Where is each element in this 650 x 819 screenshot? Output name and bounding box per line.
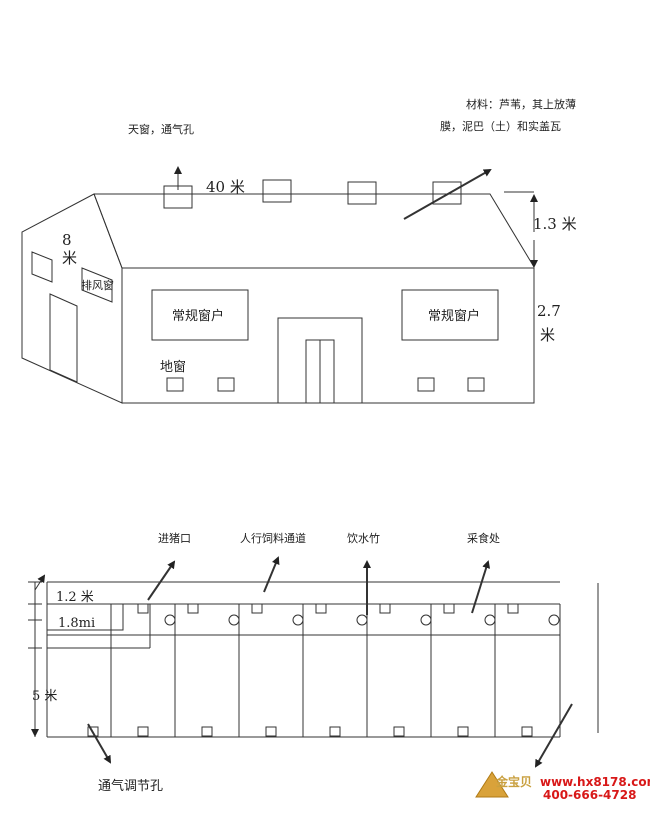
feed-port-1 [137, 603, 149, 614]
width-label-number: 8 [62, 231, 72, 249]
material-label-line1: 材料：芦苇，其上放薄 [466, 97, 576, 111]
width-label-unit: 米 [62, 249, 77, 267]
ground-window-3 [417, 377, 435, 392]
logo-text: 金宝贝 [495, 774, 532, 789]
vent-arrow-left [87, 723, 112, 764]
vent-hole-7 [457, 726, 469, 737]
skylight-4 [432, 181, 462, 205]
entrance-arrow [147, 560, 176, 601]
dim-arrow-top [34, 574, 46, 591]
feed-port-6 [443, 603, 455, 614]
vent-hole-1 [87, 726, 99, 737]
watermark-url: www.hx8178.com [540, 775, 650, 789]
material-arrow [403, 169, 492, 220]
vent-hole-8 [521, 726, 533, 737]
skylight-2 [262, 179, 292, 203]
feed-port-4 [315, 603, 327, 614]
skylight-3 [347, 181, 377, 205]
drinker-4 [356, 614, 368, 626]
ground-window-1 [166, 377, 184, 392]
entrance-label: 进猪口 [158, 532, 191, 545]
ground-window-4 [467, 377, 485, 392]
main-window-left-label: 常规窗户 [172, 308, 224, 324]
skylight-label: 天窗，通气孔 [128, 122, 194, 136]
drinker-6 [484, 614, 496, 626]
feed-port-7 [507, 603, 519, 614]
exhaust-window-label: 排风窗 [81, 278, 114, 292]
main-window-left [151, 289, 249, 341]
main-window-right [401, 289, 499, 341]
end-wall-window-left [31, 251, 53, 283]
ground-window-label: 地窗 [160, 359, 186, 375]
end-wall-door [49, 293, 78, 383]
roof-outline [94, 193, 535, 268]
aisle-dim-box [46, 603, 124, 631]
ridge-height-label: 1.3 米 [533, 215, 577, 233]
watermark-phone: 400-666-4728 [543, 788, 636, 802]
vent-hole-2 [137, 726, 149, 737]
gable-end-wall [21, 193, 123, 404]
exhaust-window [81, 267, 113, 303]
aisle-dimension-label: 1.2 米 [56, 590, 94, 605]
vent-hole-5 [329, 726, 341, 737]
main-window-right-label: 常规窗户 [428, 308, 480, 324]
drinker-1 [164, 614, 176, 626]
feed-port-2 [187, 603, 199, 614]
drinker-7 [548, 614, 560, 626]
aisle-label: 人行饲料通道 [240, 531, 306, 545]
watermark: 金宝贝 www.hx8178.com 400-666-4728 [475, 771, 650, 802]
feed-port-3 [251, 603, 263, 614]
vent-label: 通气调节孔 [98, 778, 163, 794]
vent-hole-6 [393, 726, 405, 737]
logo-icon [475, 771, 509, 798]
wall-height-unit: 米 [540, 326, 555, 344]
front-wall [121, 267, 535, 404]
length-label: 40 米 [206, 178, 245, 196]
feeding-label: 采食处 [467, 531, 500, 545]
house-elevation [21, 166, 538, 404]
floor-plan [28, 556, 599, 768]
feed-port-5 [379, 603, 391, 614]
vent-hole-4 [265, 726, 277, 737]
ground-window-2 [217, 377, 235, 392]
vent-hole-3 [201, 726, 213, 737]
drinker-5 [420, 614, 432, 626]
material-label-line2: 膜，泥巴（土）和实盖瓦 [440, 119, 561, 133]
feed-dimension-label: 1.8mi [58, 616, 95, 631]
drinker-2 [228, 614, 240, 626]
drinker-label: 饮水竹 [347, 531, 380, 545]
wall-height-number: 2.7 [537, 302, 561, 320]
aisle-arrow [263, 556, 280, 593]
vent-arrow-right [534, 703, 573, 768]
drinker-3 [292, 614, 304, 626]
pen-dimension-label: 5 米 [32, 689, 57, 704]
feeding-arrow [471, 560, 491, 614]
